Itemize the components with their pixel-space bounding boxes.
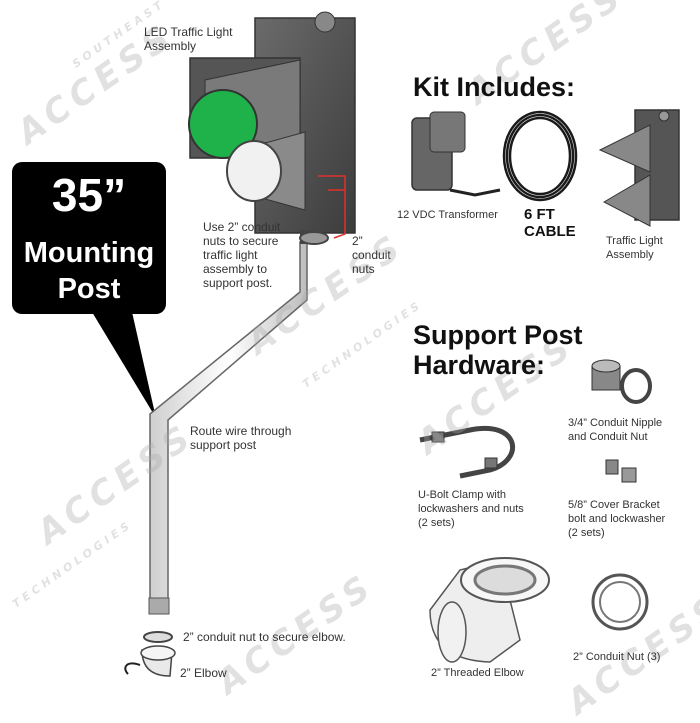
callout-mounting: Mounting bbox=[23, 237, 155, 269]
elbow-label: 2” Elbow bbox=[180, 666, 227, 680]
transformer-illustration bbox=[411, 111, 501, 197]
conduit-nipple-illustration bbox=[591, 359, 652, 404]
diagram-canvas: ACCESS SOUTHEAST ACCESS ACCESS TECHNOLOG… bbox=[10, 0, 700, 723]
cable-label: 6 FT CABLE bbox=[524, 206, 576, 240]
callout-post: Post bbox=[57, 273, 121, 305]
cable-illustration bbox=[502, 110, 578, 202]
threaded-elbow-illustration bbox=[429, 557, 550, 663]
support-post bbox=[148, 241, 308, 615]
u-bolt-label: U-Bolt Clamp with lockwashers and nuts (… bbox=[418, 489, 524, 529]
conduit-instruction-text: Use 2” conduit nuts to secure traffic li… bbox=[203, 220, 281, 290]
diagram-artwork bbox=[12, 11, 680, 677]
bottom-elbow bbox=[124, 631, 176, 677]
u-bolt-illustration bbox=[419, 425, 516, 479]
threaded-elbow-label: 2” Threaded Elbow bbox=[431, 667, 524, 679]
conduit-nut-leaders bbox=[318, 175, 346, 239]
conduit-nuts-label: 2” conduit nuts bbox=[352, 234, 391, 276]
kit-includes-title: Kit Includes: bbox=[413, 72, 576, 102]
clear-lens bbox=[226, 140, 282, 202]
traffic-light-assembly bbox=[188, 11, 356, 245]
callout-size: 35” bbox=[51, 169, 127, 221]
mounting-post-callout-bubble bbox=[12, 162, 166, 418]
transformer-label: 12 VDC Transformer bbox=[397, 209, 498, 221]
route-wire-text: Route wire through support post bbox=[190, 424, 292, 452]
bracket-bolt-label: 5/8” Cover Bracket bolt and lockwasher (… bbox=[568, 499, 666, 539]
green-lens bbox=[188, 89, 258, 159]
kit-traffic-light-label: Traffic Light Assembly bbox=[606, 235, 663, 261]
elbow-nut-text: 2” conduit nut to secure elbow. bbox=[183, 630, 346, 644]
kit-traffic-light-illustration bbox=[598, 109, 680, 227]
conduit-nut-ring bbox=[299, 231, 329, 245]
bracket-bolt-illustration bbox=[605, 459, 637, 483]
conduit-nipple-label: 3/4” Conduit Nipple and Conduit Nut bbox=[568, 417, 663, 443]
hardware-title: Support Post Hardware: bbox=[413, 320, 583, 380]
conduit-nut-label: 2” Conduit Nut (3) bbox=[573, 651, 661, 663]
led-assembly-label: LED Traffic Light Assembly bbox=[144, 25, 233, 53]
conduit-nut-illustration bbox=[591, 573, 649, 631]
top-cap bbox=[314, 11, 336, 33]
